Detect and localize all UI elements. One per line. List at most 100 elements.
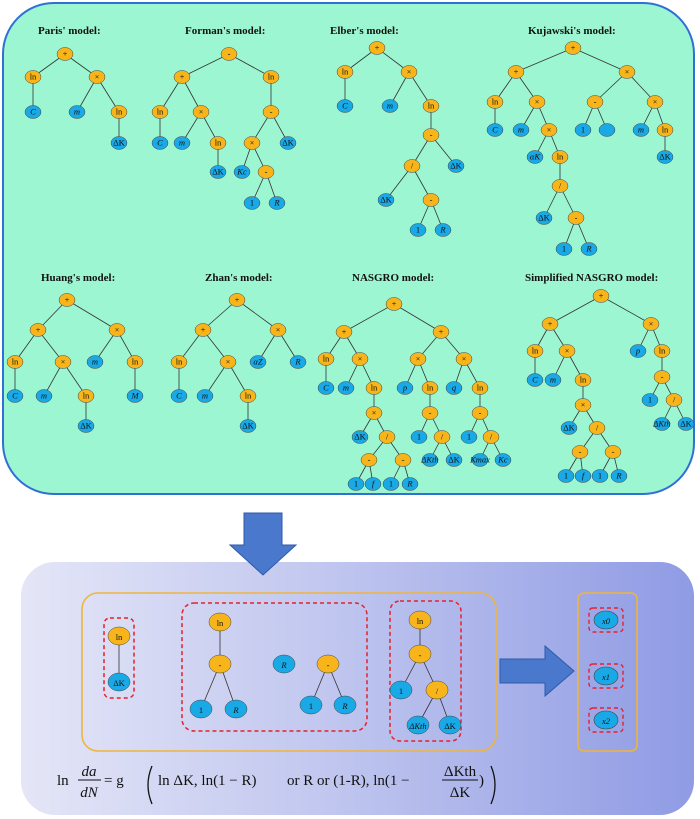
operator-node: ln [653, 344, 671, 358]
leaf-node: R [224, 699, 248, 719]
svg-text:-: - [429, 408, 432, 418]
operator-node: - [653, 370, 671, 384]
svg-text:ΔK: ΔK [113, 138, 125, 148]
leaf-node: ΔK [279, 136, 297, 150]
operator-node: / [551, 179, 569, 193]
operator-node: × [54, 355, 72, 369]
leaf-node: m [512, 123, 530, 137]
operator-node: × [365, 406, 383, 420]
svg-text:ln: ln [323, 354, 330, 364]
svg-text:R: R [439, 225, 446, 235]
svg-text:×: × [250, 138, 255, 148]
svg-text:C: C [323, 383, 329, 393]
svg-text:m: m [41, 391, 47, 401]
svg-text:m: m [638, 125, 644, 135]
operator-node: ln [471, 381, 489, 395]
svg-text:×: × [416, 354, 421, 364]
operator-node: + [194, 323, 212, 337]
operator-node: × [219, 355, 237, 369]
svg-text:ΔK: ΔK [538, 213, 550, 223]
svg-text:m: m [343, 383, 349, 393]
svg-text:C: C [492, 125, 498, 135]
svg-text:ln: ln [83, 391, 90, 401]
operator-node: / [433, 430, 451, 444]
leaf-node: R [401, 477, 419, 491]
operator-node: ln [486, 95, 504, 109]
operator-node: - [421, 406, 439, 420]
operator-node: - [316, 654, 340, 674]
leaf-node: 1 [409, 223, 427, 237]
operator-node: + [592, 289, 610, 303]
leaf-node: ΔKth [652, 417, 671, 431]
svg-text:-: - [368, 455, 371, 465]
leaf-node: ΔK [560, 421, 578, 435]
svg-text:+: + [599, 291, 604, 301]
svg-text:R: R [615, 471, 622, 481]
svg-text:-: - [219, 660, 222, 670]
svg-text:M: M [130, 391, 139, 401]
svg-text:1: 1 [199, 705, 203, 715]
operator-node: + [173, 70, 191, 84]
operator-node: / [378, 430, 396, 444]
svg-text:1: 1 [581, 125, 585, 135]
operator-node: × [409, 352, 427, 366]
svg-text:-: - [661, 372, 664, 382]
svg-text:×: × [61, 357, 66, 367]
svg-text:ln: ln [477, 383, 484, 393]
leaf-node: m [337, 381, 355, 395]
svg-text:/: / [559, 181, 562, 191]
operator-node: ln [336, 65, 354, 79]
leaf-node: ΔK [677, 417, 695, 431]
svg-text:/: / [436, 686, 439, 696]
svg-text:+: + [180, 72, 185, 82]
leaf-node: R [434, 223, 452, 237]
svg-text:×: × [372, 408, 377, 418]
svg-text:+: + [392, 299, 397, 309]
operator-node: ln [421, 381, 439, 395]
svg-text:q: q [452, 383, 457, 393]
tree-edge [572, 47, 628, 73]
svg-text:R: R [406, 479, 413, 489]
leaf-node: m [544, 373, 562, 387]
operator-node: - [257, 165, 275, 179]
svg-text:C: C [342, 101, 348, 111]
svg-text:ΔK: ΔK [563, 423, 575, 433]
tree-edge [228, 53, 272, 78]
operator-node: + [228, 293, 246, 307]
leaf-node: 1 [410, 430, 428, 444]
operator-node: - [220, 47, 238, 61]
operator-node: + [432, 325, 450, 339]
operator-node: / [403, 159, 421, 173]
svg-text:×: × [115, 325, 120, 335]
leaf-node: C [24, 105, 42, 119]
svg-text:ΔK: ΔK [212, 167, 224, 177]
operator-node: + [58, 293, 76, 307]
svg-text:×: × [462, 354, 467, 364]
svg-text:+: + [63, 49, 68, 59]
svg-text:/: / [596, 423, 599, 433]
tree-edge [236, 299, 279, 331]
svg-text:-: - [265, 167, 268, 177]
svg-text:ΔK: ΔK [80, 421, 92, 431]
leaf-node: C [486, 123, 504, 137]
svg-text:×: × [226, 357, 231, 367]
operator-node: + [368, 41, 386, 55]
svg-text:+: + [548, 319, 553, 329]
leaf-node: 1 [189, 699, 213, 719]
operator-node: ln [107, 626, 131, 646]
tree-edge [393, 303, 442, 333]
svg-text:m: m [550, 375, 556, 385]
svg-text:×: × [547, 125, 552, 135]
svg-text:m: m [179, 138, 185, 148]
svg-text:ΔK: ΔK [444, 721, 456, 731]
svg-text:x1: x1 [601, 672, 610, 682]
svg-text:-: - [327, 660, 330, 670]
svg-text:αK: αK [530, 152, 541, 162]
operator-node: ln [151, 105, 169, 119]
operator-node: - [394, 453, 412, 467]
svg-text:ΔK: ΔK [659, 152, 671, 162]
model-titles: Paris' model: Forman's model: Elber's mo… [38, 25, 658, 284]
